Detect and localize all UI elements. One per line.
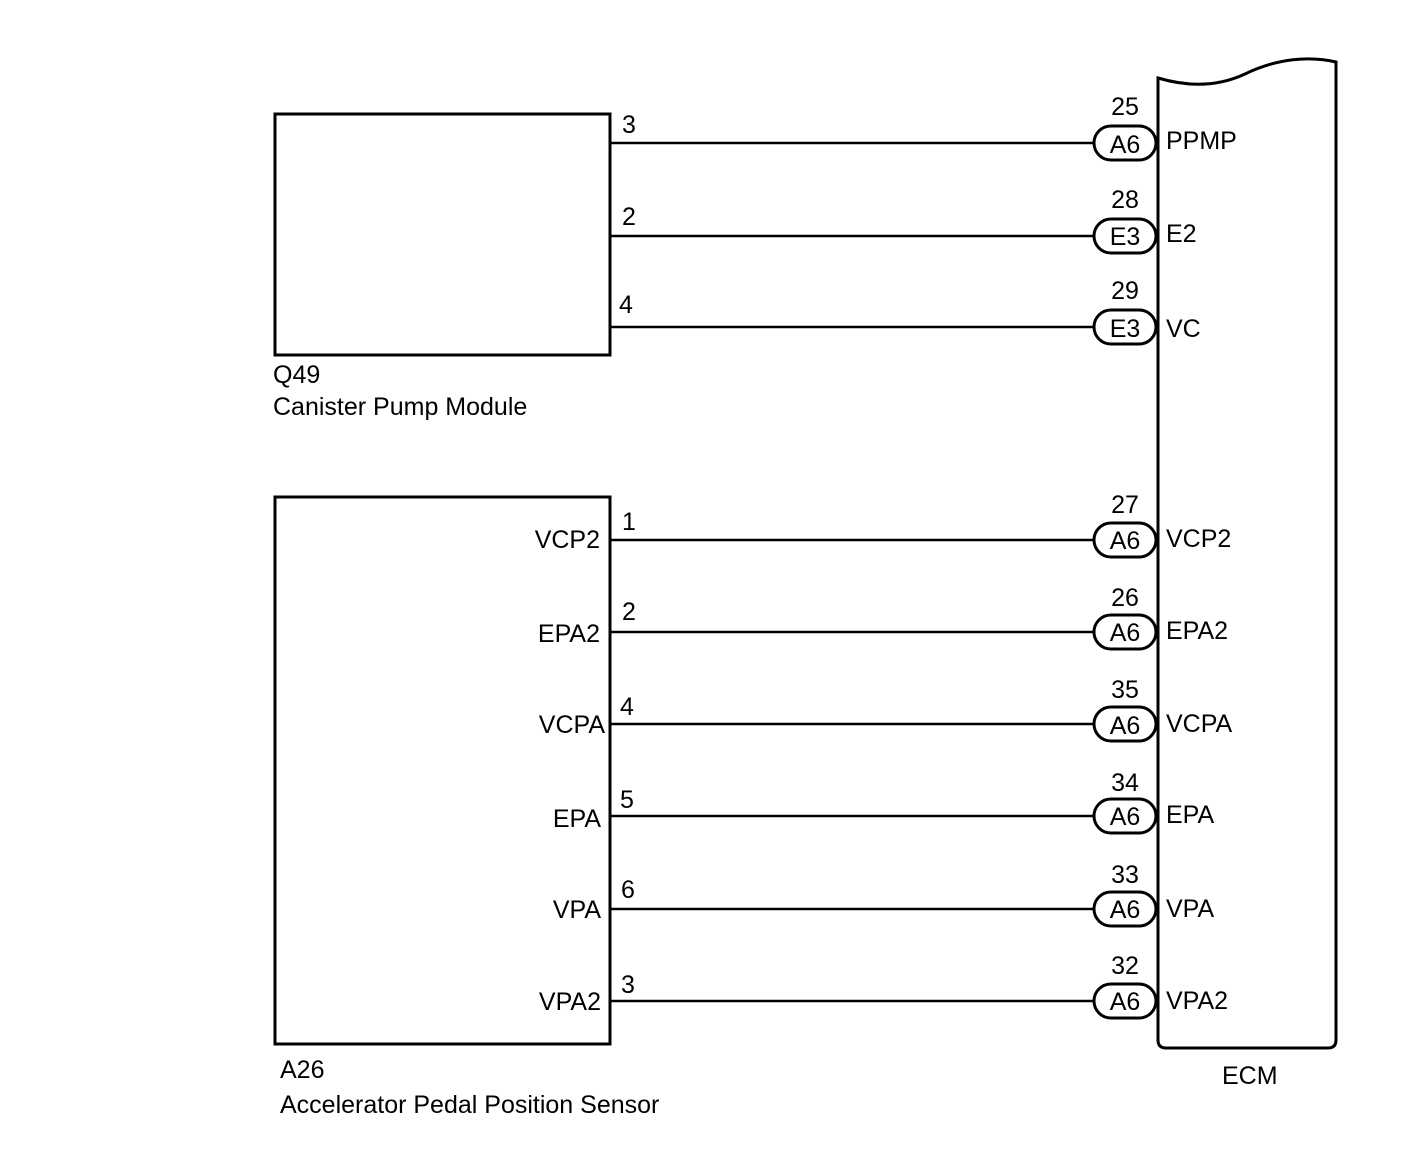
ecm-signal-label: VPA bbox=[1166, 895, 1214, 923]
connector-oval bbox=[1092, 521, 1158, 559]
ecm-label: ECM bbox=[1222, 1062, 1278, 1090]
wire-pin-number: 5 bbox=[620, 786, 634, 814]
canister-pump-module-code: Q49 bbox=[273, 361, 320, 389]
wire-canister-3: 4 E3 29 VC bbox=[610, 277, 1201, 346]
connector-code: A6 bbox=[1110, 896, 1141, 924]
ecm-pin-number: 29 bbox=[1111, 277, 1139, 305]
sensor-terminal-label: VPA bbox=[553, 896, 601, 924]
ecm-signal-label: VC bbox=[1166, 315, 1201, 343]
accelerator-pedal-sensor-name: Accelerator Pedal Position Sensor bbox=[280, 1091, 659, 1119]
connector-code: E3 bbox=[1110, 223, 1141, 251]
wire-canister-2: 2 E3 28 E2 bbox=[610, 186, 1197, 255]
wire-pin-number: 1 bbox=[622, 508, 636, 536]
connector-oval bbox=[1092, 705, 1158, 743]
connector-oval bbox=[1092, 797, 1158, 835]
ecm-pin-number: 28 bbox=[1111, 186, 1139, 214]
canister-pump-module-block bbox=[273, 112, 612, 357]
wire-pedal-3: VCPA 4 A6 35 VCPA bbox=[539, 676, 1233, 743]
connector-oval bbox=[1092, 613, 1158, 651]
ecm-signal-label: VCPA bbox=[1166, 710, 1233, 738]
ecm-signal-label: E2 bbox=[1166, 220, 1197, 248]
connector-oval bbox=[1092, 982, 1158, 1020]
wire-pedal-1: VCP2 1 A6 27 VCP2 bbox=[535, 491, 1231, 559]
connector-oval bbox=[1092, 217, 1158, 255]
connector-code: A6 bbox=[1110, 131, 1141, 159]
canister-pump-module-name: Canister Pump Module bbox=[273, 393, 527, 421]
ecm-signal-label: VCP2 bbox=[1166, 525, 1231, 553]
ecm-pin-number: 32 bbox=[1111, 952, 1139, 980]
wire-pedal-5: VPA 6 A6 33 VPA bbox=[553, 861, 1214, 928]
connector-oval bbox=[1092, 308, 1158, 346]
wire-pedal-6: VPA2 3 A6 32 VPA2 bbox=[539, 952, 1228, 1020]
connector-code: A6 bbox=[1110, 803, 1141, 831]
sensor-terminal-label: VCP2 bbox=[535, 526, 600, 554]
ecm-signal-label: EPA2 bbox=[1166, 617, 1228, 645]
ecm-signal-label: PPMP bbox=[1166, 127, 1237, 155]
connector-oval bbox=[1092, 124, 1158, 162]
wire-pedal-4: EPA 5 A6 34 EPA bbox=[553, 769, 1214, 835]
wire-pin-number: 3 bbox=[622, 111, 636, 139]
ecm-signal-label: VPA2 bbox=[1166, 987, 1228, 1015]
sensor-terminal-label: EPA bbox=[553, 805, 601, 833]
sensor-terminal-label: VCPA bbox=[539, 711, 606, 739]
wire-pin-number: 2 bbox=[622, 598, 636, 626]
wire-pin-number: 4 bbox=[620, 693, 634, 721]
wire-pin-number: 2 bbox=[622, 203, 636, 231]
wire-pin-number: 4 bbox=[619, 291, 633, 319]
ecm-block bbox=[1156, 57, 1338, 1050]
connector-code: A6 bbox=[1110, 619, 1141, 647]
ecm-pin-number: 35 bbox=[1111, 676, 1139, 704]
connector-code: A6 bbox=[1110, 988, 1141, 1016]
connector-oval bbox=[1092, 890, 1158, 928]
wire-pedal-2: EPA2 2 A6 26 EPA2 bbox=[538, 584, 1228, 651]
connector-code: E3 bbox=[1110, 315, 1141, 343]
ecm-pin-number: 26 bbox=[1111, 584, 1139, 612]
ecm-pin-number: 25 bbox=[1111, 93, 1139, 121]
ecm-pin-number: 33 bbox=[1111, 861, 1139, 889]
sensor-terminal-label: EPA2 bbox=[538, 620, 600, 648]
sensor-terminal-label: VPA2 bbox=[539, 988, 601, 1016]
accelerator-pedal-sensor-block bbox=[273, 495, 612, 1046]
wire-canister-1: 3 A6 25 PPMP bbox=[610, 93, 1237, 162]
wire-pin-number: 6 bbox=[621, 876, 635, 904]
connector-code: A6 bbox=[1110, 712, 1141, 740]
connector-code: A6 bbox=[1110, 527, 1141, 555]
wire-pin-number: 3 bbox=[621, 971, 635, 999]
ecm-signal-label: EPA bbox=[1166, 801, 1214, 829]
ecm-pin-number: 27 bbox=[1111, 491, 1139, 519]
accelerator-pedal-sensor-code: A26 bbox=[280, 1056, 324, 1084]
ecm-pin-number: 34 bbox=[1111, 769, 1139, 797]
